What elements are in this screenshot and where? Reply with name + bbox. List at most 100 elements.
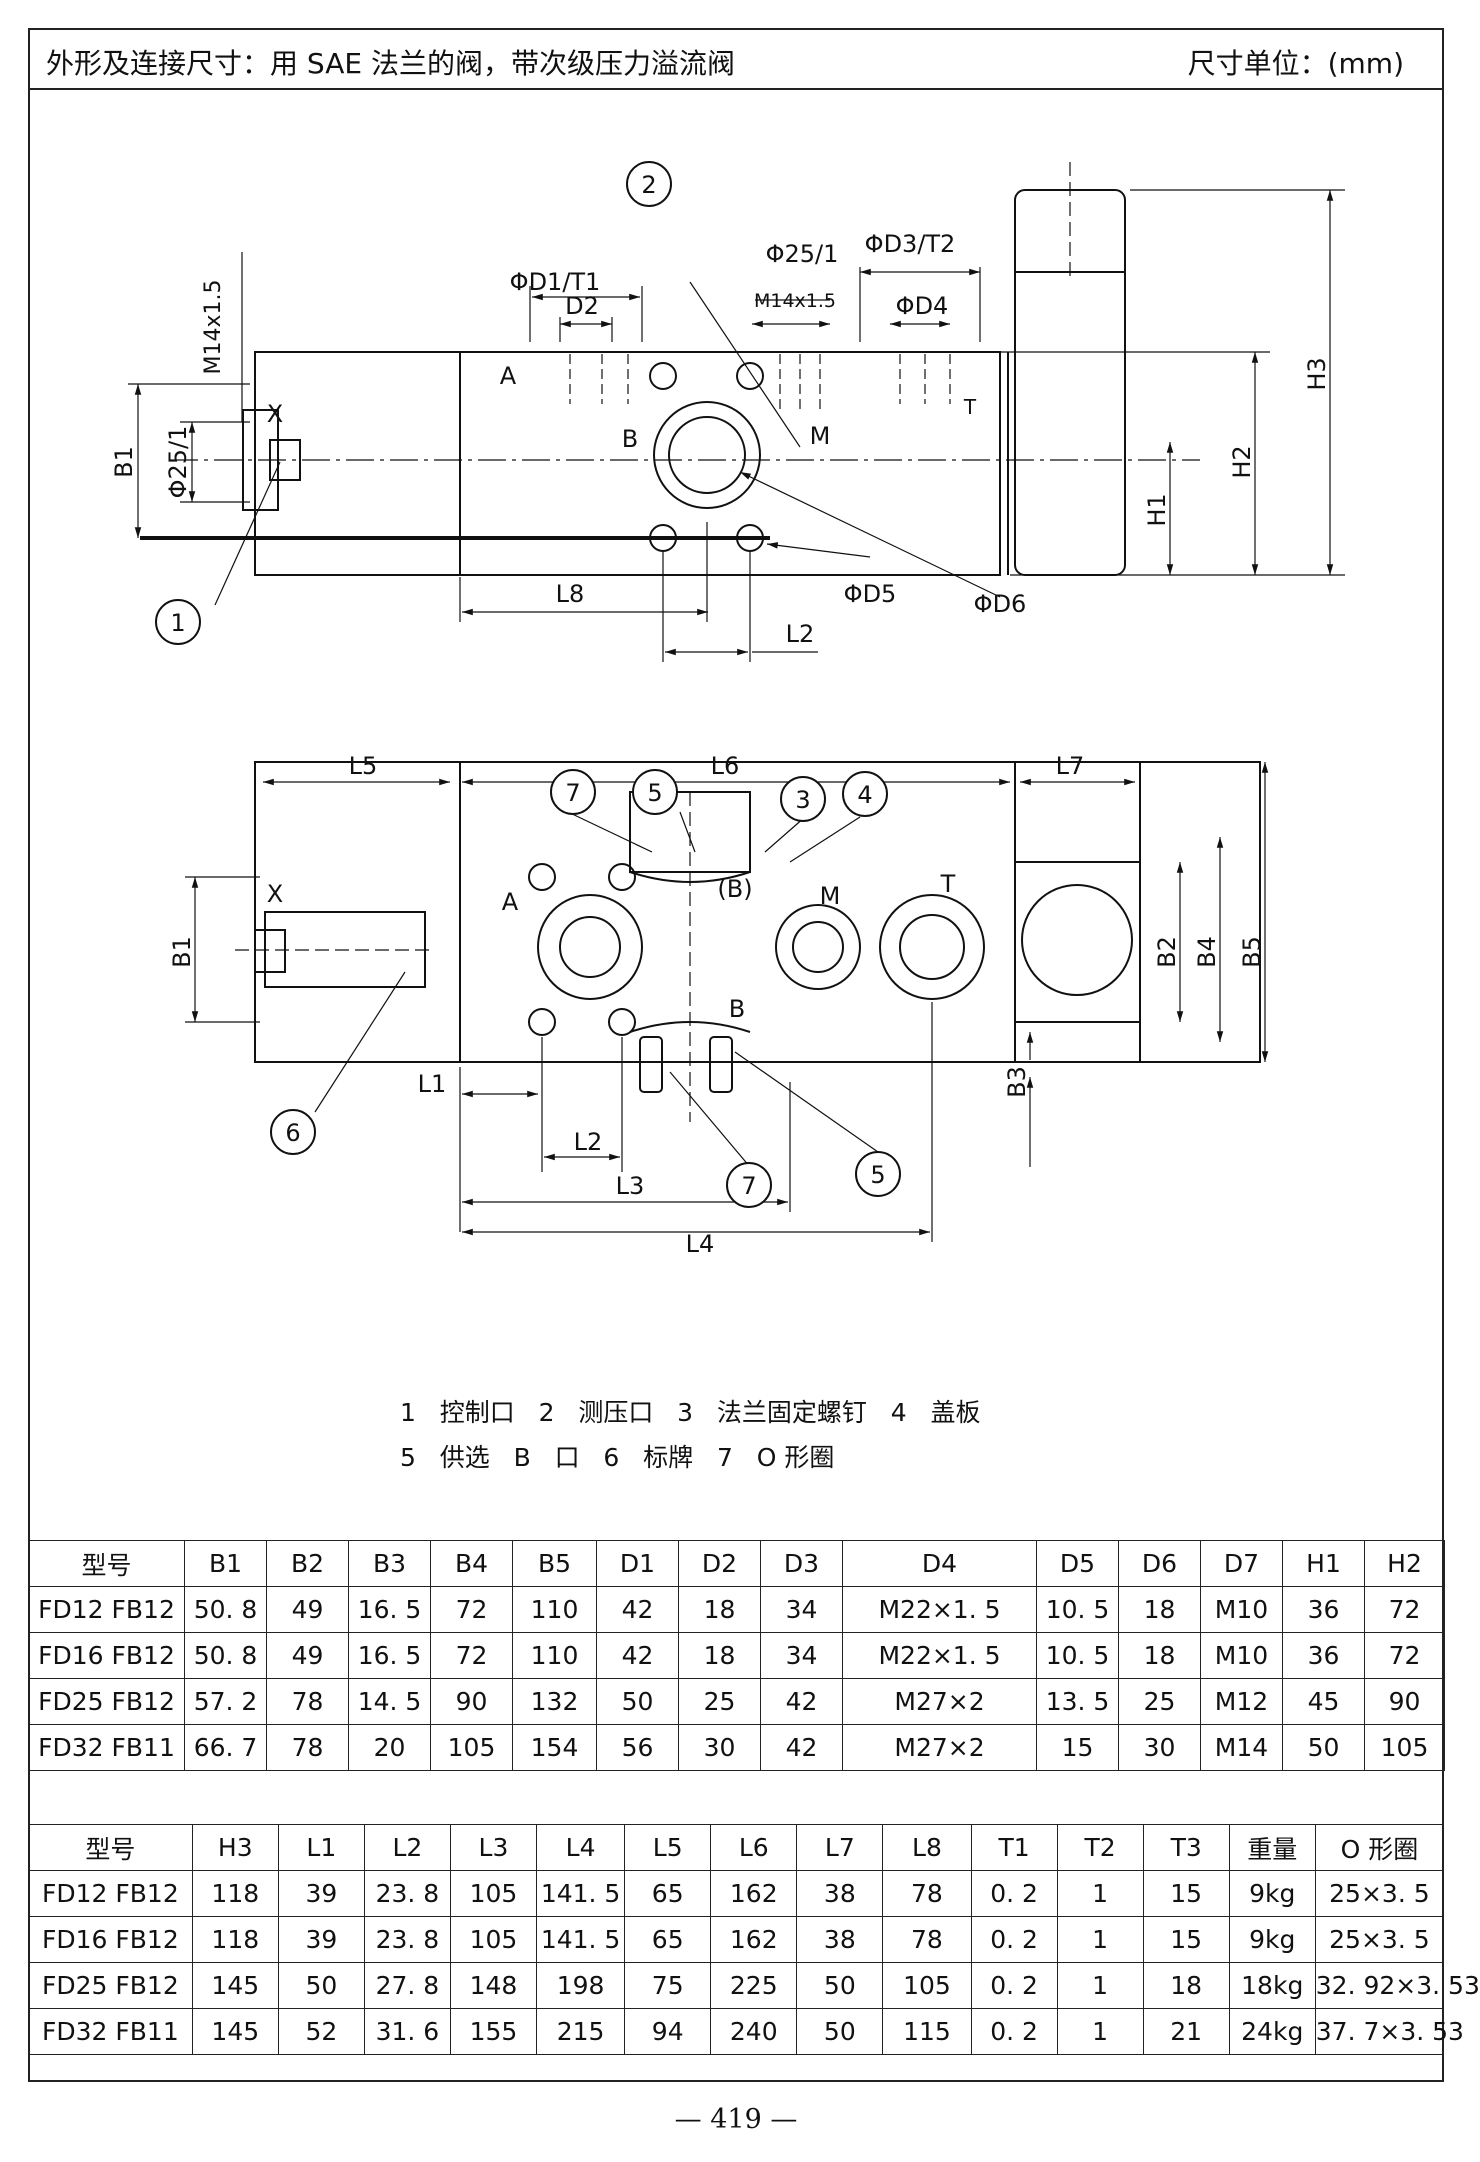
table-cell: 90	[430, 1678, 513, 1725]
table-header-cell: D2	[678, 1540, 761, 1587]
bolt-hole	[649, 524, 677, 552]
dimension-label: H3	[1303, 357, 1331, 390]
table-cell: 132	[512, 1678, 597, 1725]
dimension-label: M14x1.5	[754, 290, 836, 312]
table-cell: 72	[1364, 1632, 1445, 1679]
valve-body-top	[254, 351, 1001, 576]
table-cell: 118	[191, 1870, 279, 1917]
table-cell: 57. 2	[184, 1678, 267, 1725]
page-number: — 419 —	[674, 2104, 798, 2135]
solenoid-end	[1021, 884, 1133, 996]
callout-number: 2	[641, 171, 656, 199]
table-cell: 78	[882, 1916, 972, 1963]
top-view	[128, 162, 1345, 662]
table-cell: FD16 FB12	[28, 1632, 185, 1679]
table-cell: 16. 5	[348, 1586, 431, 1633]
dimension-label: A	[502, 888, 519, 916]
callout-circle	[855, 1151, 901, 1197]
callout-number: 7	[741, 1172, 756, 1200]
table-cell: 141. 5	[535, 1916, 626, 1963]
table-cell: 50	[796, 1962, 884, 2009]
dimension-label: L5	[349, 752, 378, 780]
table-cell: 42	[760, 1678, 843, 1725]
table-cell: 34	[760, 1632, 843, 1679]
table-cell: 50. 8	[184, 1632, 267, 1679]
callout-circle	[632, 769, 678, 815]
table-header-cell: L6	[710, 1824, 798, 1871]
dimension-label: T	[940, 870, 956, 898]
bottom-view	[185, 761, 1269, 1242]
table-cell: 105	[449, 1870, 538, 1917]
dimension-label: M14x1.5	[201, 280, 226, 375]
table-header-cell: D1	[596, 1540, 679, 1587]
table-cell: 42	[596, 1586, 679, 1633]
callout-number: 5	[647, 779, 662, 807]
table-cell: 0. 2	[970, 1916, 1058, 1963]
page-frame	[28, 28, 1444, 2082]
table-cell: 39	[277, 1870, 365, 1917]
table-cell: 45	[1282, 1678, 1365, 1725]
callout-circle	[550, 769, 596, 815]
table-cell: M12	[1200, 1678, 1283, 1725]
table-cell: FD25 FB12	[28, 1678, 185, 1725]
table-cell: 15	[1142, 1870, 1230, 1917]
dimension-label: M	[820, 882, 841, 910]
table-cell: 1	[1056, 2008, 1144, 2055]
table-header-cell: L7	[796, 1824, 884, 1871]
table-cell: M14	[1200, 1724, 1283, 1771]
table-cell: 50	[596, 1678, 679, 1725]
table-cell: 1	[1056, 1916, 1144, 1963]
table-cell: M27×2	[842, 1724, 1037, 1771]
table-cell: 72	[1364, 1586, 1445, 1633]
table-cell: 37. 7×3. 53	[1314, 2008, 1464, 2055]
table-cell: 18	[1142, 1962, 1230, 2009]
table-cell: FD32 FB11	[28, 2008, 193, 2055]
dimension-label: Φ25/1	[766, 240, 839, 268]
table-cell: 18	[678, 1632, 761, 1679]
table-cell: 162	[710, 1870, 798, 1917]
table-cell: 110	[512, 1586, 597, 1633]
table-cell: 75	[624, 1962, 712, 2009]
table-cell: 14. 5	[348, 1678, 431, 1725]
dimension-label: B3	[1003, 1066, 1031, 1098]
table-cell: 145	[191, 1962, 279, 2009]
table-cell: 78	[266, 1678, 349, 1725]
table-cell: 38	[796, 1870, 884, 1917]
table-header-cell: B1	[184, 1540, 267, 1587]
table-cell: 0. 2	[970, 2008, 1058, 2055]
dimension-label: L4	[686, 1230, 715, 1258]
callout-circle	[155, 599, 201, 645]
bolt-hole	[649, 362, 677, 390]
dimension-label: L7	[1056, 752, 1085, 780]
dimension-label: B2	[1153, 936, 1181, 968]
page-header: 外形及连接尺寸：用 SAE 法兰的阀，带次级压力溢流阀 尺寸单位：(mm)	[28, 28, 1444, 90]
table-cell: FD12 FB12	[28, 1586, 185, 1633]
dimension-label: B1	[110, 446, 138, 478]
table-header-cell: D4	[842, 1540, 1037, 1587]
table-header-cell: 型号	[28, 1540, 185, 1587]
table-cell: 15	[1142, 1916, 1230, 1963]
dimension-label: L1	[418, 1070, 447, 1098]
table-cell: 49	[266, 1632, 349, 1679]
table-cell: 10. 5	[1036, 1632, 1119, 1679]
table-cell: 90	[1364, 1678, 1445, 1725]
table-cell: 72	[430, 1586, 513, 1633]
table-cell: 23. 8	[363, 1870, 451, 1917]
table-cell: 13. 5	[1036, 1678, 1119, 1725]
table-cell: 56	[596, 1724, 679, 1771]
table-cell: 78	[882, 1870, 972, 1917]
dimension-label: ΦD5	[844, 580, 897, 608]
dimension-label: B	[622, 425, 638, 453]
table-cell: 36	[1282, 1632, 1365, 1679]
dimension-label: A	[500, 362, 517, 390]
table-cell: 66. 7	[184, 1724, 267, 1771]
dimension-label: B4	[1193, 936, 1221, 968]
table-cell: 50	[1282, 1724, 1365, 1771]
table-cell: 154	[512, 1724, 597, 1771]
callout-circle	[726, 1162, 772, 1208]
table-cell: 36	[1282, 1586, 1365, 1633]
